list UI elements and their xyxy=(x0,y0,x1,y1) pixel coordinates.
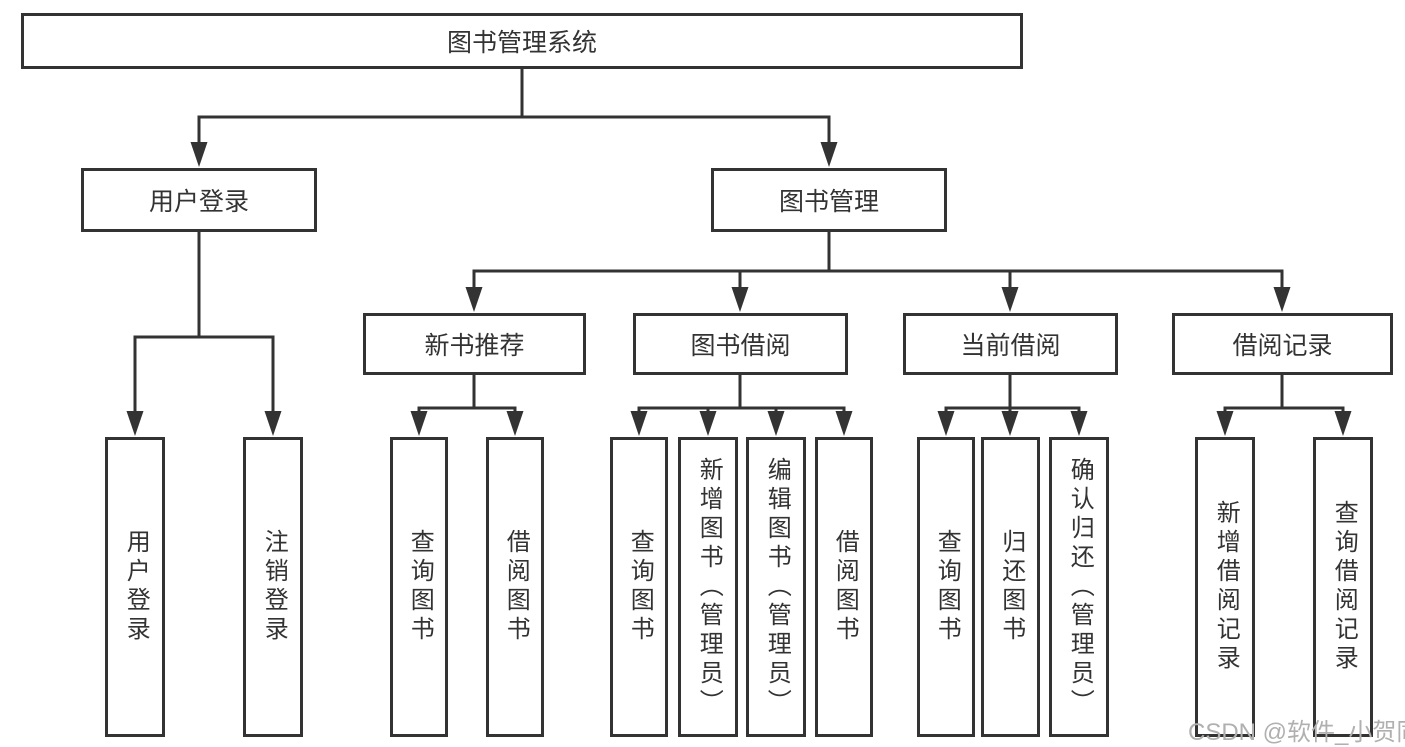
leaf-edit-books-admin: 编辑图书（管理员） xyxy=(746,437,806,737)
node-library-management-system: 图书管理系统 xyxy=(21,13,1023,69)
node-user-login: 用户登录 xyxy=(81,168,317,232)
leaf-label: 查询图书 xyxy=(626,529,654,645)
node-new-book-recommendation: 新书推荐 xyxy=(363,313,586,375)
node-label: 借阅记录 xyxy=(1232,332,1333,360)
leaf-add-borrow-record: 新增借阅记录 xyxy=(1195,437,1255,737)
leaf-label: 注销登录 xyxy=(260,529,288,645)
leaf-query-books: 查询图书 xyxy=(917,437,975,737)
leaf-label: 查询图书 xyxy=(933,529,961,645)
leaf-borrow-books: 借阅图书 xyxy=(815,437,873,737)
node-label: 图书管理系统 xyxy=(446,29,597,57)
leaf-label: 新增借阅记录 xyxy=(1212,500,1240,674)
leaf-query-books: 查询图书 xyxy=(610,437,668,737)
leaf-label: 用户登录 xyxy=(122,529,150,645)
leaf-return-books: 归还图书 xyxy=(981,437,1040,737)
leaf-borrow-books: 借阅图书 xyxy=(486,437,544,737)
node-label: 图书管理 xyxy=(778,188,879,216)
node-label: 新书推荐 xyxy=(424,332,525,360)
leaf-logout: 注销登录 xyxy=(243,437,303,737)
leaf-label: 新增图书（管理员） xyxy=(695,456,723,718)
node-book-borrowing: 图书借阅 xyxy=(633,313,848,375)
leaf-label: 借阅图书 xyxy=(502,529,530,645)
leaf-label: 编辑图书（管理员） xyxy=(763,456,791,718)
leaf-query-borrow-record: 查询借阅记录 xyxy=(1313,437,1373,737)
leaf-label: 查询借阅记录 xyxy=(1330,500,1358,674)
node-label: 当前借阅 xyxy=(960,332,1061,360)
leaf-confirm-return-admin: 确认归还（管理员） xyxy=(1049,437,1109,737)
leaf-label: 借阅图书 xyxy=(831,529,859,645)
csdn-watermark: CSDN @软件_小贺同学 xyxy=(1188,719,1405,746)
node-book-management: 图书管理 xyxy=(711,168,947,232)
node-current-borrowing: 当前借阅 xyxy=(903,313,1118,375)
node-label: 图书借阅 xyxy=(690,332,791,360)
leaf-label: 归还图书 xyxy=(997,529,1025,645)
node-label: 用户登录 xyxy=(148,188,249,216)
node-borrowing-records: 借阅记录 xyxy=(1172,313,1393,375)
leaf-add-books-admin: 新增图书（管理员） xyxy=(678,437,738,737)
leaf-label: 确认归还（管理员） xyxy=(1066,456,1094,718)
leaf-user-login: 用户登录 xyxy=(105,437,165,737)
leaf-query-books: 查询图书 xyxy=(390,437,448,737)
leaf-label: 查询图书 xyxy=(406,529,434,645)
